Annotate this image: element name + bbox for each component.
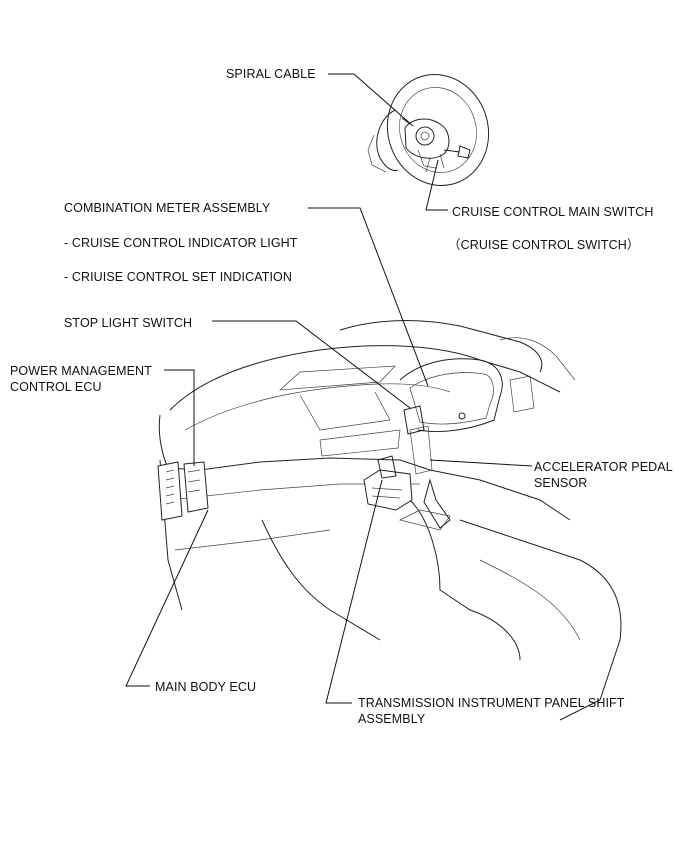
main-body-ecu-label: MAIN BODY ECU <box>155 680 257 694</box>
cruise-indicator-label: - CRUISE CONTROL INDICATOR LIGHT <box>64 236 298 250</box>
power-management-ecu-label: POWER MANAGEMENT CONTROL ECU <box>10 364 152 394</box>
leader-lines <box>125 73 533 704</box>
cruise-control-switch-label: （CRUISE CONTROL SWITCH） <box>448 238 640 252</box>
steering-wheel-illustration <box>367 74 490 186</box>
dashboard-illustration <box>157 319 622 721</box>
transmission-shift-label: TRANSMISSION INSTRUMENT PANEL SHIFT ASSE… <box>358 696 625 726</box>
combination-meter-label: COMBINATION METER ASSEMBLY <box>64 201 271 215</box>
cruise-set-label: - CRIUISE CONTROL SET INDICATION <box>64 270 292 284</box>
spiral-cable-label: SPIRAL CABLE <box>226 67 316 81</box>
stop-light-switch-label: STOP LIGHT SWITCH <box>64 316 193 330</box>
accelerator-pedal-sensor-label: ACCELERATOR PEDAL SENSOR <box>534 460 673 490</box>
cruise-main-switch-label: CRUISE CONTROL MAIN SWITCH <box>452 205 654 219</box>
